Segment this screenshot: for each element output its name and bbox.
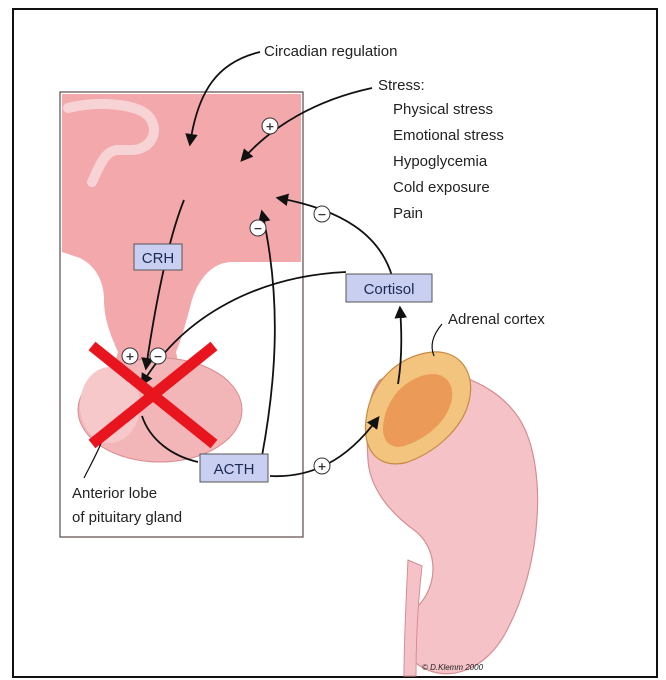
plus-sign-crh: + [122,348,138,364]
cortisol-box: Cortisol [346,274,432,302]
pituitary-label-line2: of pituitary gland [72,509,182,526]
svg-text:−: − [153,350,162,363]
minus-sign-acth-feedback: − [250,220,266,236]
acth-label: ACTH [214,461,255,478]
svg-text:+: + [125,350,134,363]
stress-title: Stress: [378,77,425,94]
stress-item: Pain [393,205,423,222]
crh-label: CRH [142,250,175,267]
adrenal-cortex-pointer [432,324,442,356]
minus-sign-cortisol-hypothalamus: − [314,206,330,222]
acth-box: ACTH [200,454,268,482]
stress-item: Cold exposure [393,179,490,196]
svg-text:−: − [253,222,262,235]
adrenal-cortex-label: Adrenal cortex [448,311,545,328]
cortisol-label: Cortisol [364,281,415,298]
plus-sign-acth: + [314,458,330,474]
stress-item: Physical stress [393,101,493,118]
artist-credit: © D.Klemm 2000 [422,663,484,672]
minus-sign-cortisol-pituitary: − [150,348,166,364]
stress-item: Emotional stress [393,127,504,144]
svg-text:+: + [265,120,274,133]
crh-box: CRH [134,244,182,270]
svg-text:−: − [317,208,326,221]
plus-sign-stress: + [262,118,278,134]
stress-item: Hypoglycemia [393,153,488,170]
svg-text:+: + [317,460,326,473]
circadian-regulation-label: Circadian regulation [264,43,397,60]
pituitary-label-line1: Anterior lobe [72,485,157,502]
